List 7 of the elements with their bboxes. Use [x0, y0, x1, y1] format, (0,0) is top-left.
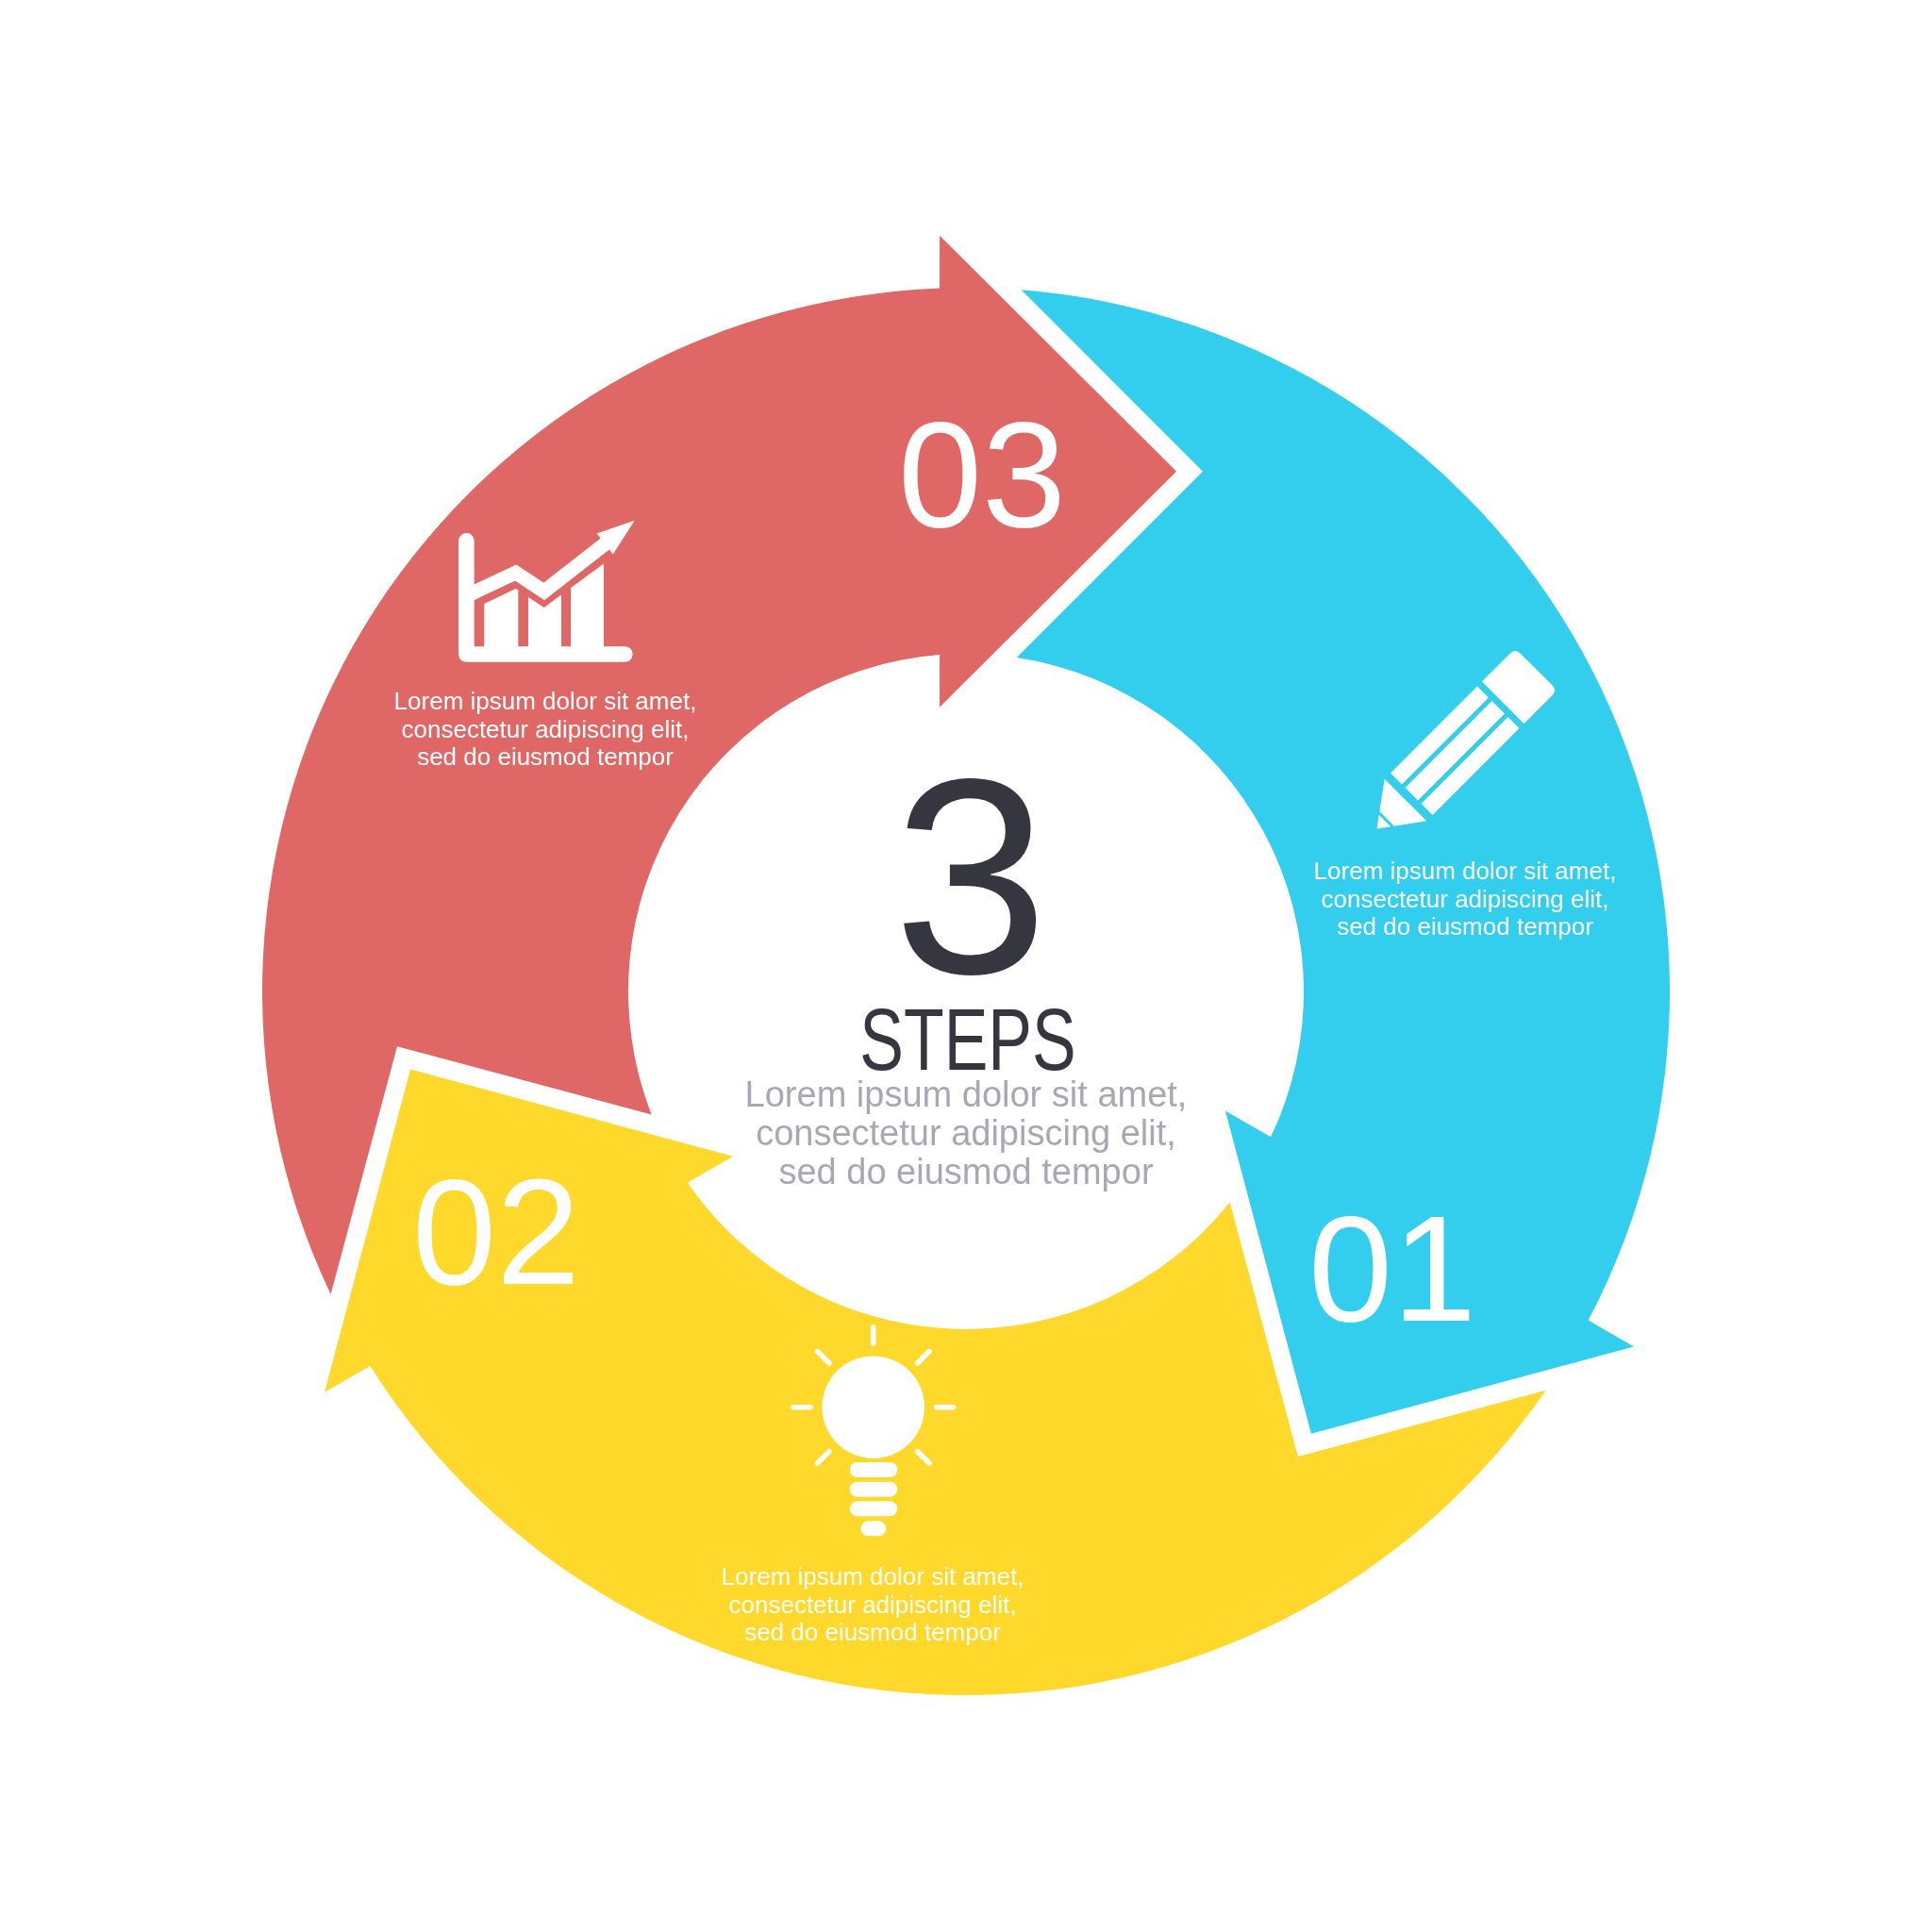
description-text: Lorem ipsum dolor sit amet, consectetur adipiscing elit, sed do eiusmod tempor — [743, 1075, 1189, 1191]
step-number: 03 — [898, 399, 1066, 550]
step-number: 01 — [1308, 1193, 1476, 1344]
description-text: Lorem ipsum dolor sit amet, consectetur adipiscing elit, sed do eiusmod tempor — [720, 1563, 1025, 1647]
description-text: Lorem ipsum dolor sit amet, consectetur adipiscing elit, sed do eiusmod tempor — [392, 688, 698, 772]
description-text: Lorem ipsum dolor sit amet, consectetur adipiscing elit, sed do eiusmod tempor — [1312, 858, 1618, 941]
step-number: 02 — [412, 1157, 580, 1307]
